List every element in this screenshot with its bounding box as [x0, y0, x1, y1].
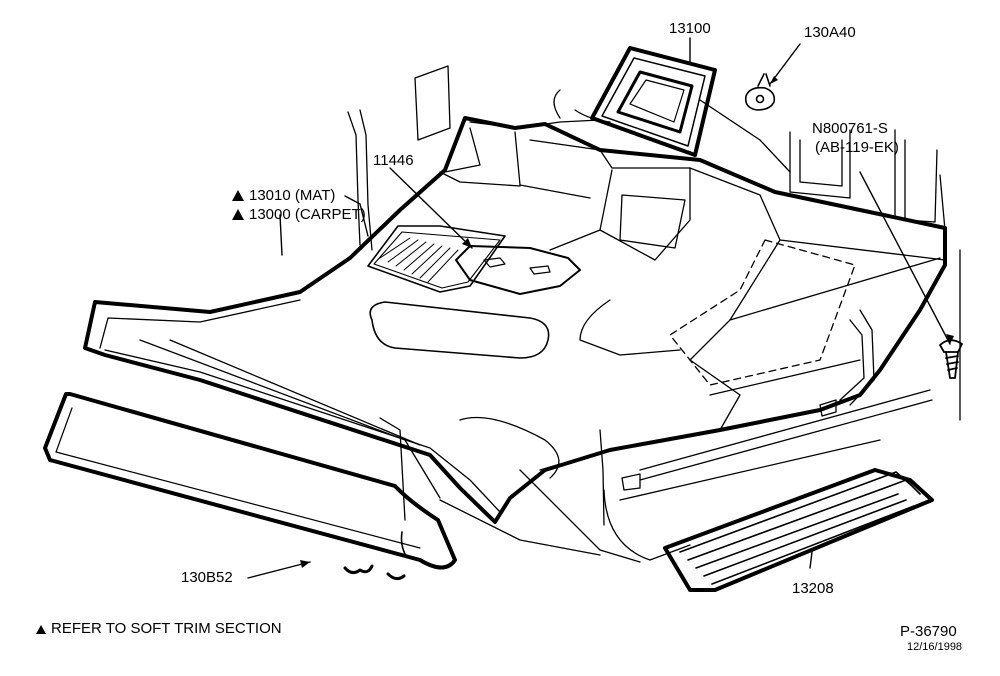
step-plate-13208 — [663, 468, 934, 592]
callout-fastener-spec: (AB-119-EK) — [815, 139, 899, 156]
footnote-text: REFER TO SOFT TRIM SECTION — [51, 620, 282, 637]
callout-11446: 11446 — [373, 152, 414, 169]
callout-130B52: 130B52 — [181, 569, 233, 586]
footnote-soft-trim: REFER TO SOFT TRIM SECTION — [36, 620, 282, 637]
floor-carpet-13000 — [83, 116, 947, 524]
scuff-mat-11446 — [367, 225, 581, 295]
triangle-marker-icon — [232, 209, 244, 220]
callout-13010-text: 13010 (MAT) — [249, 187, 336, 204]
callout-13000-text: 13000 (CARPET) — [249, 206, 366, 223]
drawing-date: 12/16/1998 — [907, 641, 963, 653]
callout-13000-carpet: 13000 (CARPET) — [232, 206, 366, 223]
callout-13100: 13100 — [669, 20, 711, 37]
triangle-marker-icon — [36, 625, 46, 634]
kick-panel-130B52 — [43, 392, 457, 581]
drawing-number: P-36790 — [900, 623, 957, 640]
leader-arrowheads — [300, 76, 954, 568]
callout-130A40: 130A40 — [804, 24, 856, 41]
callout-13010-mat: 13010 (MAT) — [232, 187, 335, 204]
callout-fastener-part-number: N800761-S — [812, 120, 888, 137]
screw-N800761-S — [939, 339, 963, 379]
clip-130A40 — [744, 73, 776, 111]
access-cover-13100 — [590, 46, 717, 157]
triangle-marker-icon — [232, 190, 244, 201]
callout-13208: 13208 — [792, 580, 834, 597]
